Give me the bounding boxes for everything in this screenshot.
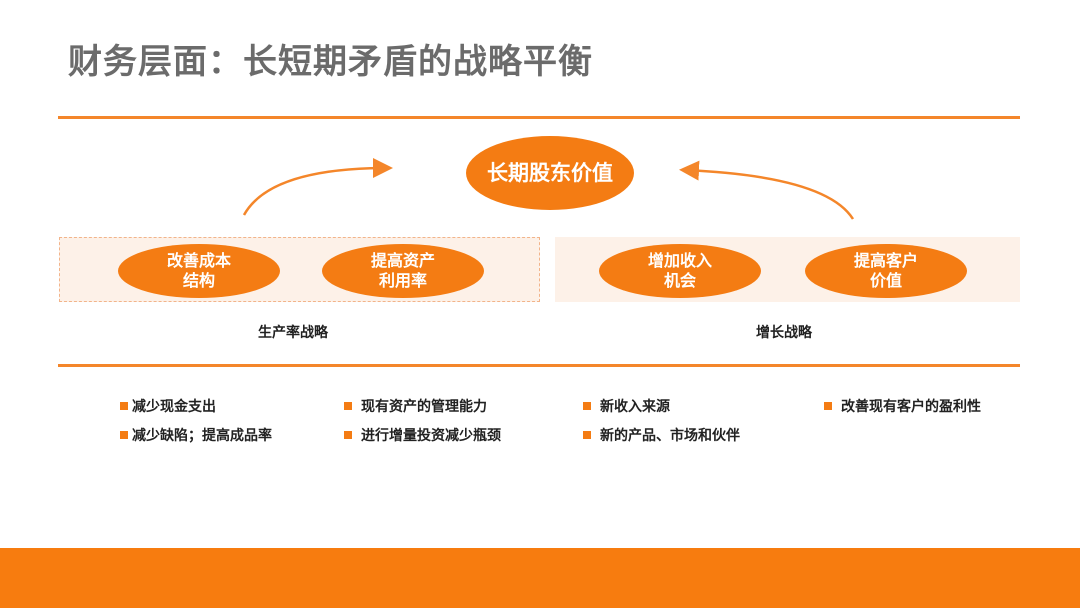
node-label-line2: 机会 xyxy=(663,271,696,290)
bullet-item: 改善现有客户的盈利性 xyxy=(824,396,981,416)
node-label-line2: 利用率 xyxy=(378,271,427,290)
square-bullet-icon xyxy=(583,431,591,439)
square-bullet-icon xyxy=(824,402,832,410)
top-divider xyxy=(58,116,1020,119)
increase-customer-value-node: 提高客户 价值 xyxy=(805,244,967,298)
square-bullet-icon xyxy=(120,431,128,439)
bullet-text: 减少缺陷；提高成品率 xyxy=(132,428,272,444)
growth-strategy-label: 增长战略 xyxy=(756,325,812,341)
node-label-line1: 提高资产 xyxy=(370,251,435,270)
right-arrow xyxy=(679,160,855,220)
bullet-item: 新的产品、市场和伙伴 xyxy=(583,425,740,445)
square-bullet-icon xyxy=(583,402,591,410)
bullet-text: 新的产品、市场和伙伴 xyxy=(600,428,740,444)
bullet-item: 新收入来源 xyxy=(583,396,670,416)
node-label-line1: 改善成本 xyxy=(166,251,231,270)
node-label-line1: 增加收入 xyxy=(647,251,712,270)
increase-revenue-opportunity-node: 增加收入 机会 xyxy=(599,244,761,298)
node-label: 长期股东价值 xyxy=(487,160,613,185)
bullet-text: 改善现有客户的盈利性 xyxy=(841,399,981,415)
improve-asset-utilization-node: 提高资产 利用率 xyxy=(322,244,484,298)
left-arrow xyxy=(242,158,393,216)
bullet-text: 进行增量投资减少瓶颈 xyxy=(361,428,501,444)
bullet-item: 减少缺陷；提高成品率 xyxy=(120,425,272,445)
node-label-line2: 价值 xyxy=(869,271,902,290)
bullet-item: 减少现金支出 xyxy=(120,396,216,416)
long-term-shareholder-value-node: 长期股东价值 xyxy=(466,136,634,210)
node-label-line1: 提高客户 xyxy=(853,251,918,270)
bullet-text: 减少现金支出 xyxy=(132,399,216,415)
footer-bar xyxy=(0,548,1080,608)
bullet-text: 现有资产的管理能力 xyxy=(361,399,487,415)
square-bullet-icon xyxy=(120,402,128,410)
bullet-item: 进行增量投资减少瓶颈 xyxy=(344,425,501,445)
bullet-text: 新收入来源 xyxy=(600,399,670,415)
node-label-line2: 结构 xyxy=(182,271,215,290)
middle-divider xyxy=(58,364,1020,367)
bullet-item: 现有资产的管理能力 xyxy=(344,396,487,416)
square-bullet-icon xyxy=(344,402,352,410)
square-bullet-icon xyxy=(344,431,352,439)
improve-cost-structure-node: 改善成本 结构 xyxy=(118,244,280,298)
page-title: 财务层面：长短期矛盾的战略平衡 xyxy=(68,42,593,82)
productivity-strategy-label: 生产率战略 xyxy=(258,325,328,341)
